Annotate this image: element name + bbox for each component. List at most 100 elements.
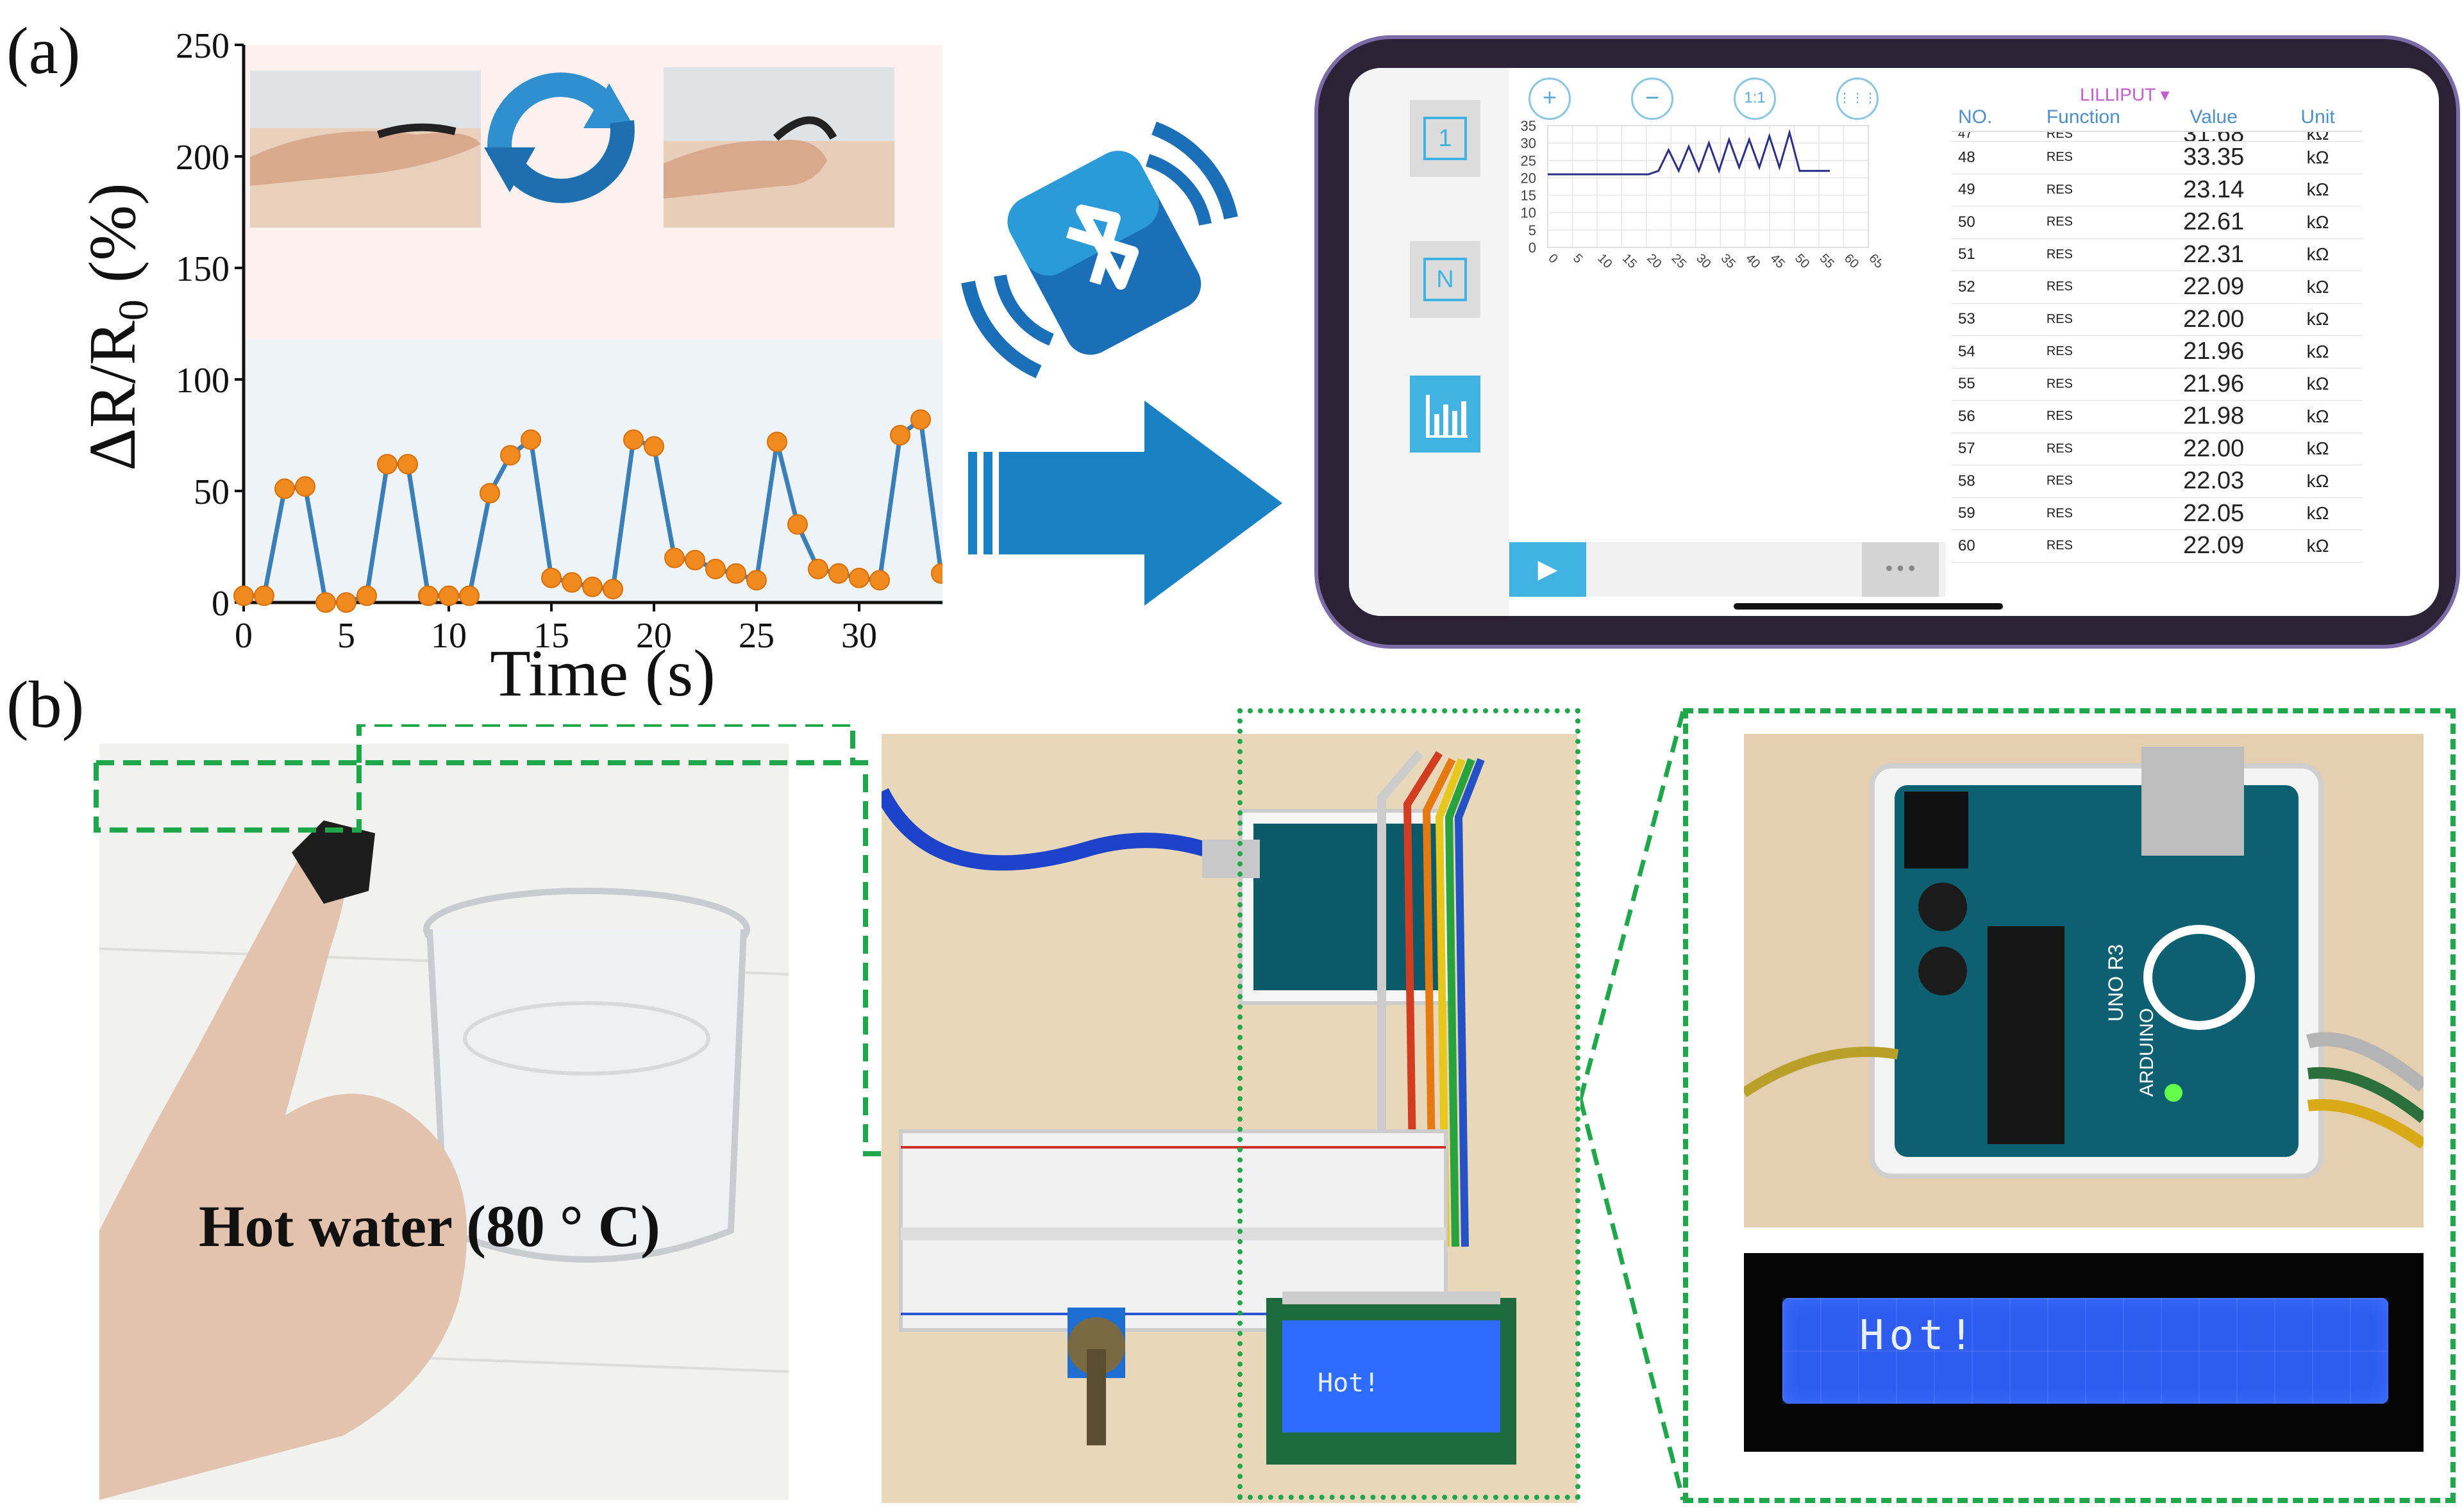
row-function: RES — [2046, 132, 2073, 141]
zoom-in-button[interactable]: + — [1528, 78, 1571, 120]
finger-straight-photo — [250, 71, 481, 228]
grid-menu-button[interactable]: ⋮⋮⋮ — [1836, 78, 1879, 120]
row-value: 22.00 — [2183, 435, 2245, 462]
circuit-photo: Hot! — [882, 734, 1577, 1503]
data-point — [746, 570, 767, 591]
arduino-closeup-photo: UNO R3 ARDUINO — [1744, 734, 2424, 1227]
row-unit: kΩ — [2306, 406, 2329, 426]
dropdown-arrow-icon: ▾ — [2160, 85, 2170, 104]
y-tick-label: 250 — [176, 26, 230, 66]
app-title[interactable]: LILLIPUT ▾ — [2080, 84, 2170, 105]
row-no: 60 — [1958, 536, 1975, 554]
row-function: RES — [2046, 182, 2073, 197]
mini-x-tick: 40 — [1743, 251, 1763, 271]
app-title-text: LILLIPUT — [2080, 85, 2156, 104]
row-no: 52 — [1958, 278, 1975, 295]
row-unit: kΩ — [2306, 309, 2329, 329]
zoom-connector-lines — [1580, 711, 1686, 1500]
mini-x-tick: 50 — [1792, 251, 1812, 271]
home-indicator — [1734, 603, 2003, 610]
row-value: 22.61 — [2183, 208, 2245, 236]
bluetooth-icon — [961, 121, 1238, 379]
n-mode-button[interactable]: N — [1410, 241, 1480, 318]
data-point — [582, 576, 603, 597]
mini-x-tick: 60 — [1841, 251, 1861, 271]
row-unit: kΩ — [2306, 438, 2329, 459]
mini-y-tick: 0 — [1528, 240, 1536, 256]
lcd-small-text: Hot! — [1318, 1368, 1380, 1398]
x-tick-label: 0 — [235, 616, 253, 656]
play-button[interactable]: ▶ — [1509, 542, 1586, 597]
data-point — [315, 592, 336, 613]
data-point — [356, 585, 377, 606]
row-value: 22.00 — [2183, 305, 2245, 333]
row-no: 49 — [1958, 181, 1975, 199]
data-point — [664, 547, 685, 569]
row-no: 50 — [1958, 213, 1975, 231]
row-value: 21.98 — [2183, 403, 2245, 430]
data-point — [562, 572, 582, 593]
data-point — [644, 436, 664, 457]
data-point — [787, 514, 808, 535]
row-function: RES — [2046, 247, 2073, 262]
row-unit: kΩ — [2306, 179, 2329, 200]
zoom-out-button[interactable]: − — [1631, 78, 1673, 120]
table-header: NO. Function Value Unit — [1952, 106, 2362, 132]
row-unit: kΩ — [2306, 244, 2329, 265]
mini-y-tick: 5 — [1528, 222, 1536, 238]
hot-water-caption: Hot water (80 ° C) — [199, 1193, 660, 1259]
more-button[interactable]: ••• — [1862, 542, 1939, 597]
mini-x-tick: 45 — [1768, 251, 1788, 271]
row-no: 53 — [1958, 310, 1975, 328]
row-function: RES — [2046, 474, 2073, 488]
data-point — [480, 483, 500, 504]
reset-zoom-button[interactable]: 1:1 — [1734, 78, 1776, 120]
row-function: RES — [2046, 376, 2073, 391]
data-point — [685, 549, 705, 570]
zoom-box — [1237, 708, 1580, 1500]
board-label-arduino: ARDUINO — [2136, 1008, 2158, 1097]
data-point — [233, 585, 254, 606]
x-tick-label: 15 — [533, 616, 569, 656]
row-unit: kΩ — [2306, 535, 2329, 556]
single-mode-icon: 1 — [1423, 117, 1467, 160]
table-row-partial: 47 RES 31.68 kΩ — [1952, 132, 2362, 142]
mini-y-tick: 35 — [1521, 119, 1536, 134]
n-mode-icon: N — [1423, 258, 1467, 301]
chart-mode-button[interactable] — [1410, 376, 1480, 453]
col-unit: Unit — [2300, 106, 2335, 128]
data-point — [521, 429, 541, 450]
row-value: 31.68 — [2154, 132, 2274, 141]
row-no: 54 — [1958, 342, 1975, 360]
col-no: NO. — [1958, 106, 1993, 128]
single-mode-button[interactable]: 1 — [1410, 100, 1480, 177]
data-point — [459, 585, 480, 606]
row-function: RES — [2046, 279, 2073, 294]
row-value: 22.05 — [2183, 499, 2245, 527]
y-tick-label: 0 — [212, 584, 230, 624]
row-function: RES — [2046, 344, 2073, 359]
row-no: 59 — [1958, 504, 1975, 522]
row-function: RES — [2046, 150, 2073, 165]
lcd-closeup-photo: Hot! — [1744, 1253, 2424, 1452]
x-tick-label: 25 — [739, 616, 775, 656]
mini-y-tick: 15 — [1521, 188, 1536, 204]
panel-label-a: (a) — [6, 14, 81, 88]
mini-x-tick: 35 — [1718, 251, 1738, 271]
mini-x-tick: 65 — [1866, 251, 1881, 271]
x-axis-title: Time (s) — [490, 636, 716, 705]
x-tick-label: 30 — [841, 616, 877, 656]
row-value: 33.35 — [2183, 144, 2245, 171]
data-point — [828, 563, 849, 584]
row-unit: kΩ — [2274, 132, 2362, 141]
